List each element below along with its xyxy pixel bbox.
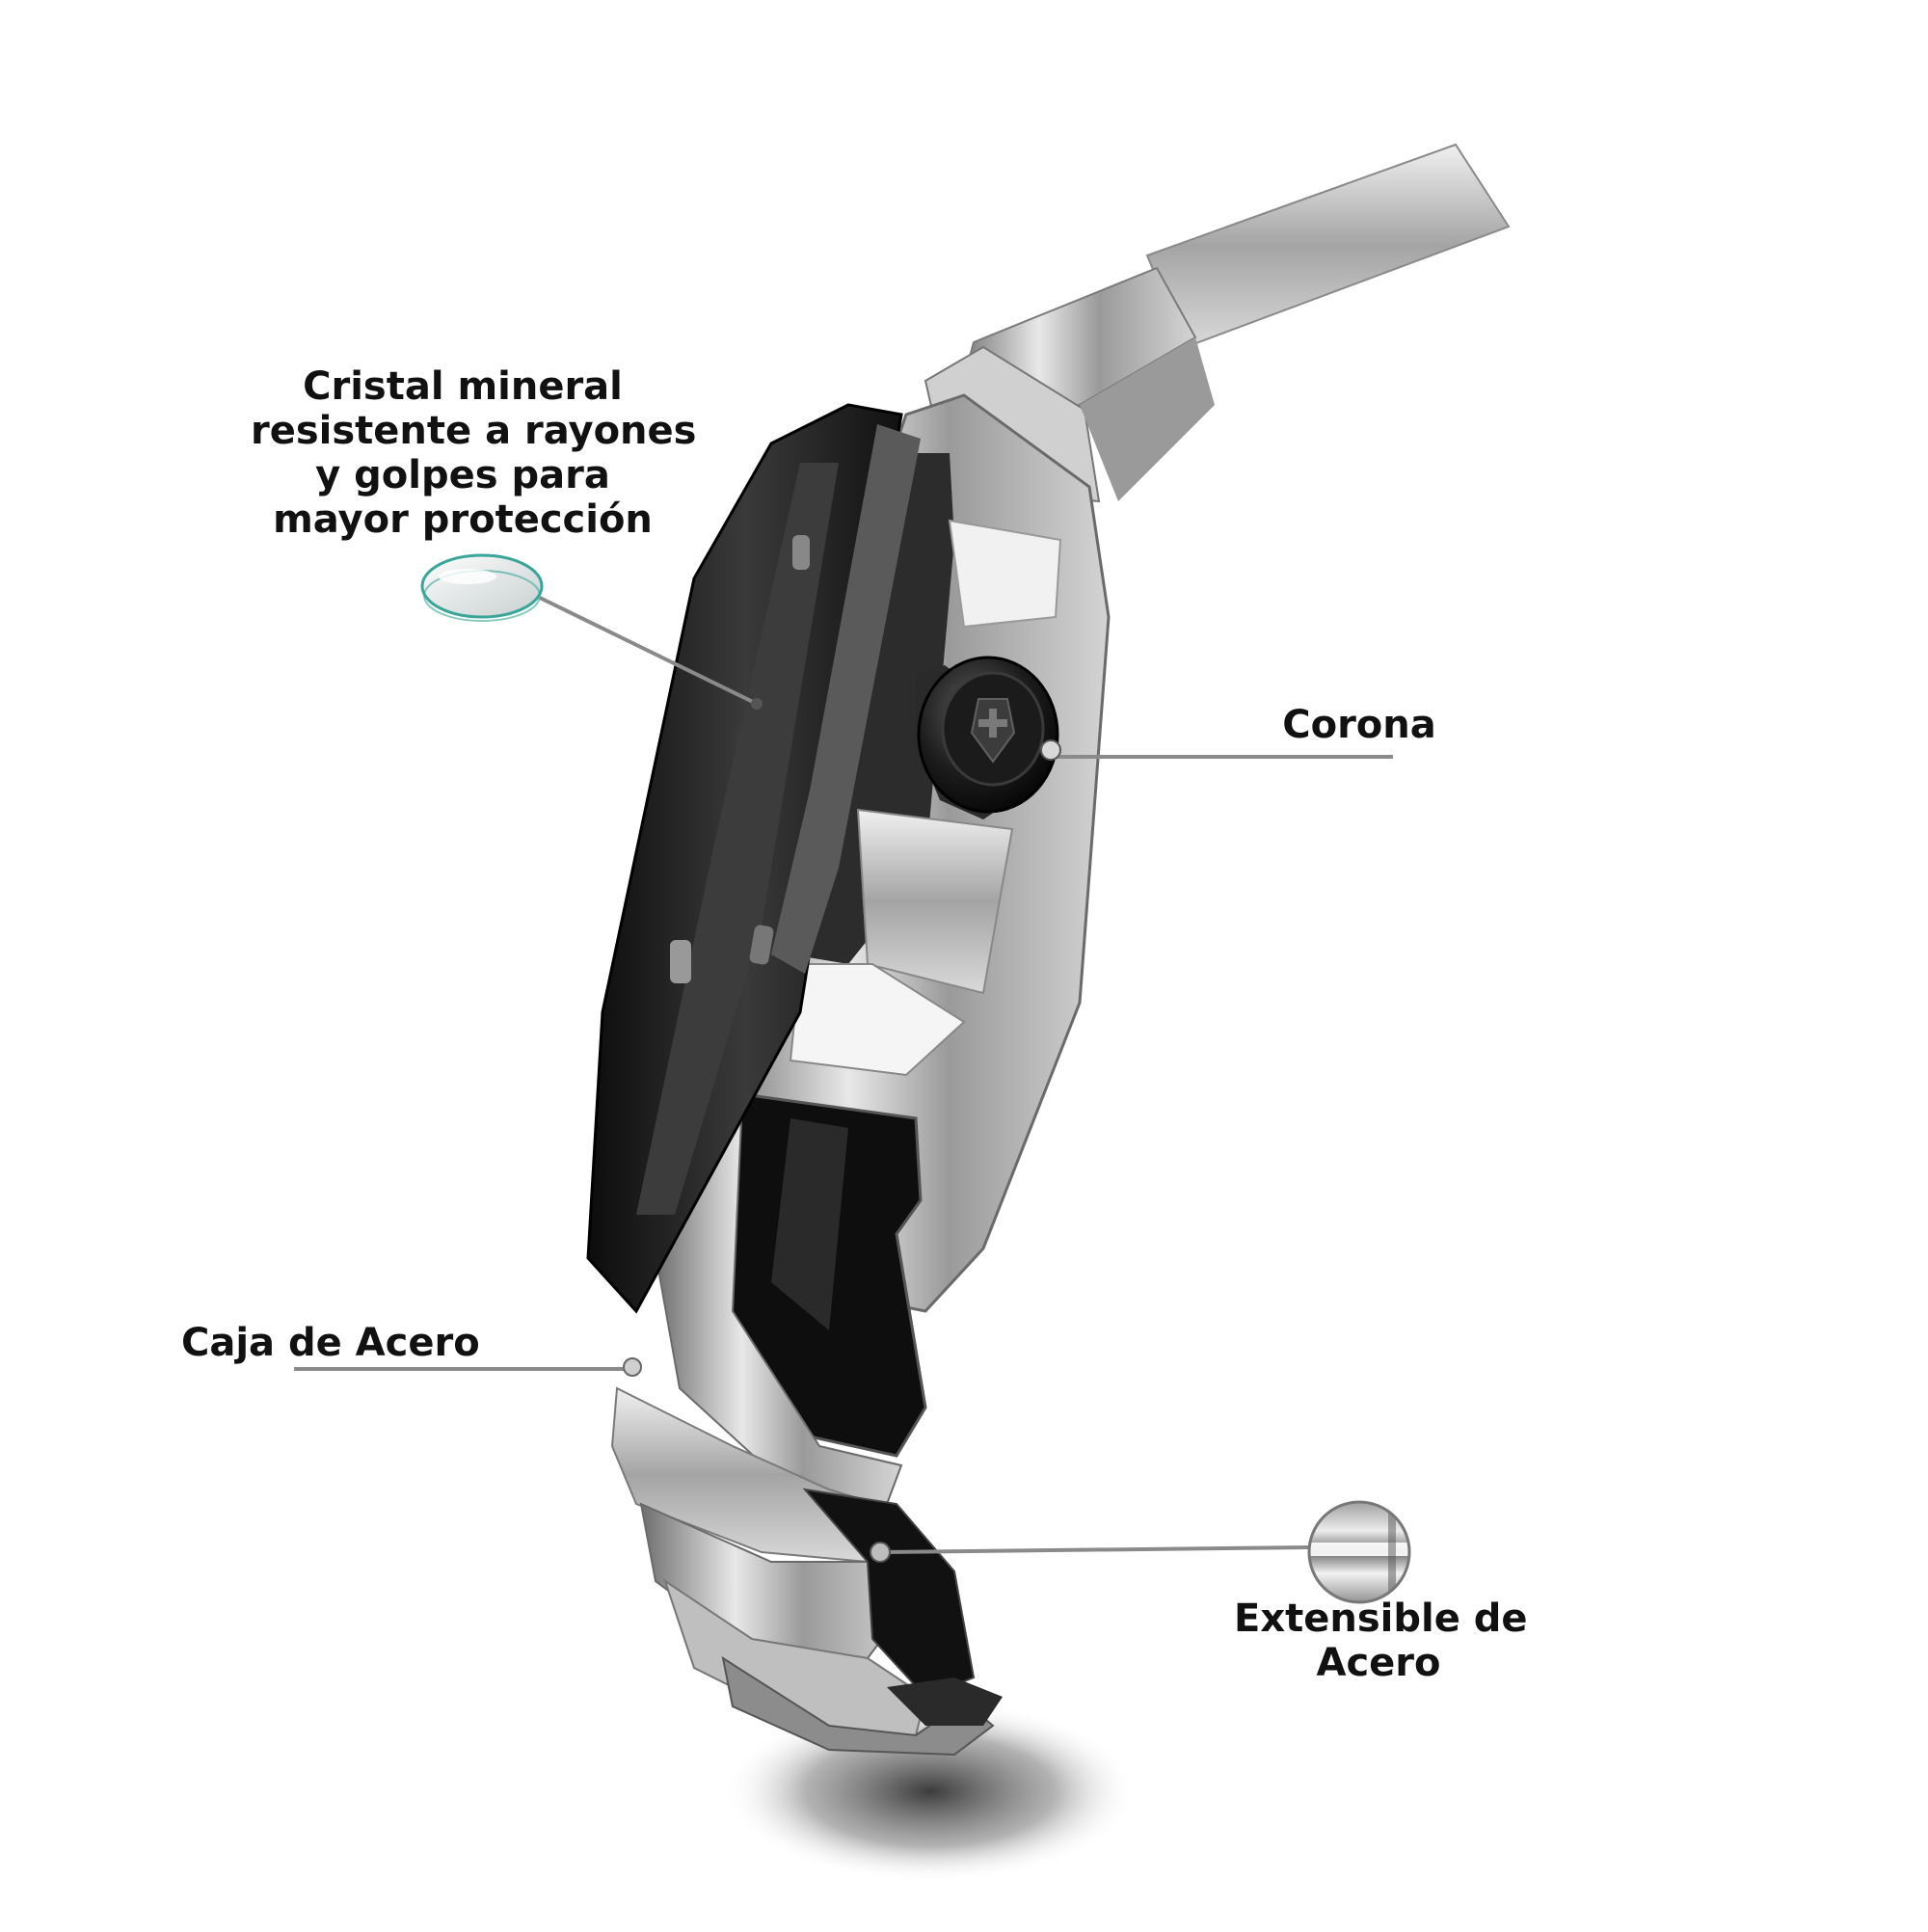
bracelet-callout <box>870 1500 1411 1604</box>
bracelet-label-line-1: Extensible de <box>1234 1597 1528 1641</box>
crown-label: Corona <box>1272 703 1446 747</box>
crystal-label-line-2: resistente a rayones <box>251 409 697 453</box>
steel-link-swatch-icon <box>1307 1500 1411 1604</box>
mineral-crystal-lens-icon <box>420 553 544 622</box>
bracelet-leader-line <box>881 1545 1312 1554</box>
lower-bracelet <box>610 1386 1003 1757</box>
crystal-label-line-4: mayor protección <box>273 497 653 542</box>
bezel <box>586 403 921 1314</box>
crown-label-text: Corona <box>1282 703 1436 747</box>
bracelet-label-line-2: Acero <box>1316 1641 1441 1685</box>
case-label-text: Caja de Acero <box>181 1321 480 1365</box>
crystal-label-line-3: y golpes para <box>315 453 610 497</box>
crown-callout <box>1040 739 1393 761</box>
case-label: Caja de Acero <box>181 1321 480 1365</box>
crystal-label: Cristal mineral resistente a rayones y g… <box>251 364 697 542</box>
bracelet-label: Extensible de Acero <box>1234 1597 1528 1685</box>
crystal-label-line-1: Cristal mineral <box>303 364 623 409</box>
case-callout <box>294 1357 642 1377</box>
crystal-leader-line <box>539 596 758 706</box>
crystal-callout <box>420 553 763 710</box>
crown-icon <box>916 656 1059 819</box>
